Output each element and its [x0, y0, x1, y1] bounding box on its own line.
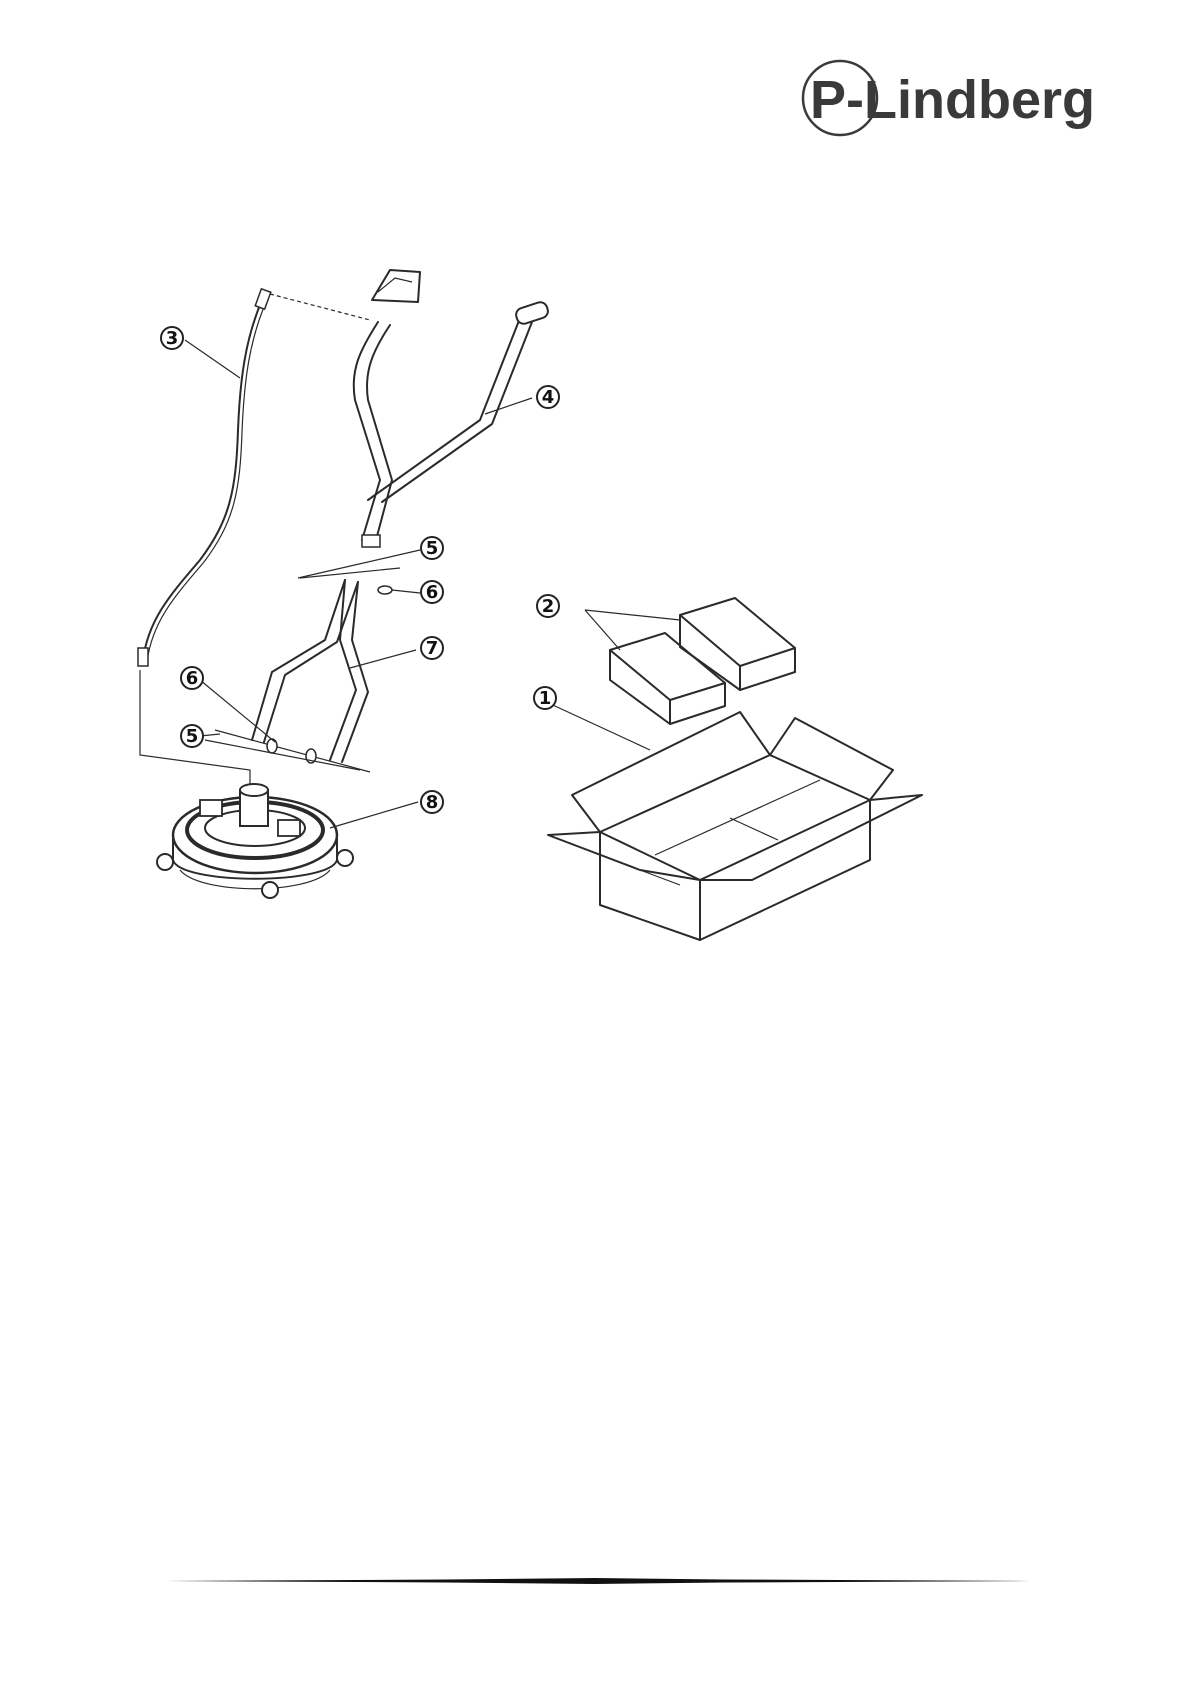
svg-text:8: 8	[426, 792, 439, 813]
svg-text:6: 6	[186, 668, 199, 689]
footer-rule	[165, 1578, 1030, 1584]
callout-5-upper: 5	[421, 537, 443, 559]
callout-6-upper: 6	[421, 581, 443, 603]
svg-text:1: 1	[539, 688, 552, 709]
open-carton	[548, 712, 922, 940]
callout-2: 2	[537, 595, 559, 617]
svg-text:2: 2	[542, 596, 555, 617]
callout-4: 4	[537, 386, 559, 408]
svg-text:6: 6	[426, 582, 439, 603]
upper-bolt-and-nut	[300, 568, 400, 594]
callout-3: 3	[161, 327, 183, 349]
svg-text:3: 3	[166, 328, 179, 349]
surface-cleaner-base	[157, 784, 353, 898]
callout-1: 1	[534, 687, 556, 709]
callout-5-lower: 5	[181, 725, 203, 747]
boxes	[610, 598, 795, 724]
hose-connection-dash	[270, 294, 370, 320]
callout-7: 7	[421, 637, 443, 659]
hose	[138, 289, 271, 790]
svg-text:5: 5	[426, 538, 439, 559]
callout-8: 8	[421, 791, 443, 813]
upper-handle	[354, 270, 550, 547]
svg-text:7: 7	[426, 638, 439, 659]
svg-text:4: 4	[542, 387, 555, 408]
callout-6-lower: 6	[181, 667, 203, 689]
svg-text:5: 5	[186, 726, 199, 747]
lower-handle	[252, 580, 368, 762]
